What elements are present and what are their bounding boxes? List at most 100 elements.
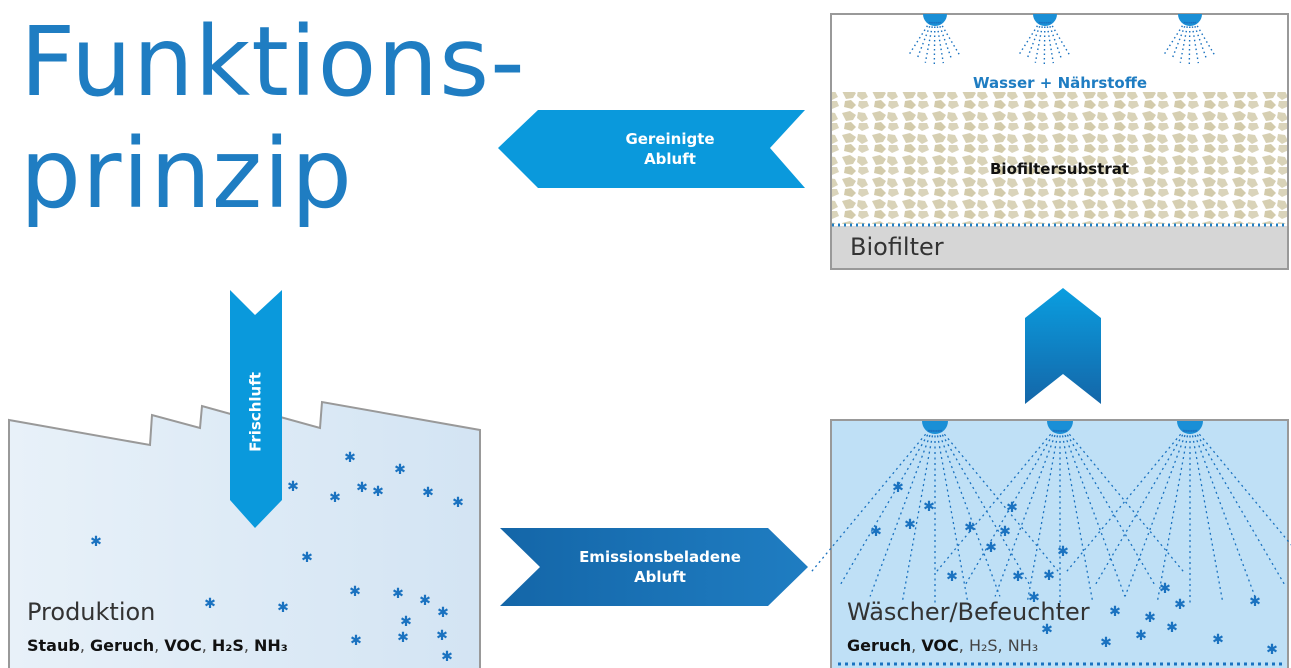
particle-icon: ✱ — [1212, 632, 1224, 648]
particle-icon: ✱ — [397, 630, 409, 646]
spray-line — [964, 429, 1057, 587]
fresh-air-arrow — [230, 290, 282, 528]
particle-icon: ✱ — [1028, 590, 1040, 606]
spray-line — [1192, 429, 1256, 597]
cleaned-air-line-1: Gereinigte — [625, 130, 715, 148]
spray-line — [1193, 429, 1286, 587]
substrate-label: Biofiltersubstrat — [990, 160, 1130, 178]
title-line-1: Funktions- — [20, 6, 526, 118]
spray-line — [1018, 21, 1041, 55]
biofilter-substrate — [832, 92, 1287, 224]
particle-icon: ✱ — [356, 480, 368, 496]
fresh-air-label: Frischluft — [247, 372, 265, 452]
particle-icon: ✱ — [892, 480, 904, 496]
particle-icon: ✱ — [1041, 622, 1053, 638]
emission-air-line-2: Abluft — [634, 568, 686, 586]
spray-line — [935, 429, 969, 603]
particle-icon: ✱ — [452, 495, 464, 511]
particle-icon: ✱ — [904, 517, 916, 533]
scrubber-frame — [830, 419, 1289, 668]
particle-icon: ✱ — [1100, 635, 1112, 651]
particle-icon: ✱ — [1135, 628, 1147, 644]
particle-icon: ✱ — [437, 605, 449, 621]
spray-line — [937, 429, 1001, 597]
particle-icon: ✱ — [329, 490, 341, 506]
emission-item: VOC — [921, 636, 959, 655]
spray-line — [1124, 429, 1188, 597]
separator: , — [997, 636, 1008, 655]
particle-icon: ✱ — [277, 600, 289, 616]
scrubber-label: Wäscher/Befeuchter — [847, 598, 1090, 626]
particle-icon: ✱ — [1057, 544, 1069, 560]
biofilter-unit — [830, 13, 1289, 270]
spray-line — [839, 429, 932, 587]
separator: , — [79, 636, 90, 655]
biofilter-label: Biofilter — [850, 233, 944, 261]
particle-icon: ✱ — [1006, 500, 1018, 516]
particle-icon: ✱ — [422, 485, 434, 501]
particle-icon: ✱ — [946, 569, 958, 585]
separator: , — [243, 636, 255, 655]
particle-icon: ✱ — [90, 534, 102, 550]
emission-item: H₂S — [211, 636, 244, 655]
emission-item: NH₃ — [254, 636, 288, 655]
biofilter-base — [832, 226, 1287, 268]
spray-line — [1094, 429, 1187, 587]
particle-icon: ✱ — [964, 520, 976, 536]
particle-icon: ✱ — [1144, 610, 1156, 626]
spray-line — [901, 429, 935, 603]
particle-icon: ✱ — [1109, 604, 1121, 620]
separator: , — [154, 636, 165, 655]
particle-icon: ✱ — [287, 479, 299, 495]
scrubber-nozzles — [811, 421, 1291, 605]
emission-item: Staub — [27, 636, 80, 655]
particle-icon: ✱ — [1266, 642, 1278, 658]
emission-item: H₂S — [968, 636, 998, 655]
particle-icon: ✱ — [1174, 597, 1186, 613]
particle-icon: ✱ — [400, 614, 412, 630]
spray-line — [908, 21, 931, 55]
spray-line — [1026, 429, 1060, 603]
spray-line — [1194, 21, 1216, 56]
particle-icon: ✱ — [1249, 594, 1261, 610]
water-nutrients-label: Wasser + Nährstoffe — [973, 74, 1148, 92]
emission-item: VOC — [164, 636, 202, 655]
spray-line — [994, 429, 1058, 597]
particle-icon: ✱ — [923, 499, 935, 515]
emission-item: NH₃ — [1007, 636, 1039, 655]
particle-icon: ✱ — [372, 484, 384, 500]
separator: , — [911, 636, 922, 655]
emission-air-label: Emissionsbeladene Abluft — [560, 547, 760, 587]
particle-icon: ✱ — [419, 593, 431, 609]
scrubber-emissions: Geruch, VOC, H₂S, NH₃ — [847, 636, 1038, 655]
spray-line — [1062, 429, 1126, 597]
particle-icon: ✱ — [392, 586, 404, 602]
separator: , — [201, 636, 212, 655]
cleaned-air-label: Gereinigte Abluft — [585, 129, 755, 169]
spray-line — [869, 429, 933, 597]
spray-line — [1156, 429, 1190, 603]
separator: , — [958, 636, 969, 655]
emission-air-arrow — [500, 528, 808, 606]
spray-line — [938, 429, 1031, 587]
particle-icon: ✱ — [1043, 568, 1055, 584]
production-emissions: Staub, Geruch, VOC, H₂S, NH₃ — [27, 636, 288, 655]
biofilter-nozzles — [908, 14, 1216, 65]
cleaned-air-line-2: Abluft — [644, 150, 696, 168]
emission-air-line-1: Emissionsbeladene — [579, 548, 741, 566]
particle-icon: ✱ — [1159, 581, 1171, 597]
emission-item: Geruch — [89, 636, 155, 655]
particle-icon: ✱ — [394, 462, 406, 478]
scrubber-unit — [811, 419, 1291, 668]
particle-icon: ✱ — [301, 550, 313, 566]
particle-icon: ✱ — [436, 628, 448, 644]
spray-line — [1063, 429, 1156, 587]
upward-arrow — [1025, 288, 1101, 404]
emission-item: Geruch — [847, 636, 912, 655]
particle-icon: ✱ — [870, 524, 882, 540]
spray-line — [1049, 21, 1071, 56]
production-label: Produktion — [27, 598, 156, 626]
particle-icon: ✱ — [1166, 620, 1178, 636]
spray-line — [939, 21, 961, 56]
